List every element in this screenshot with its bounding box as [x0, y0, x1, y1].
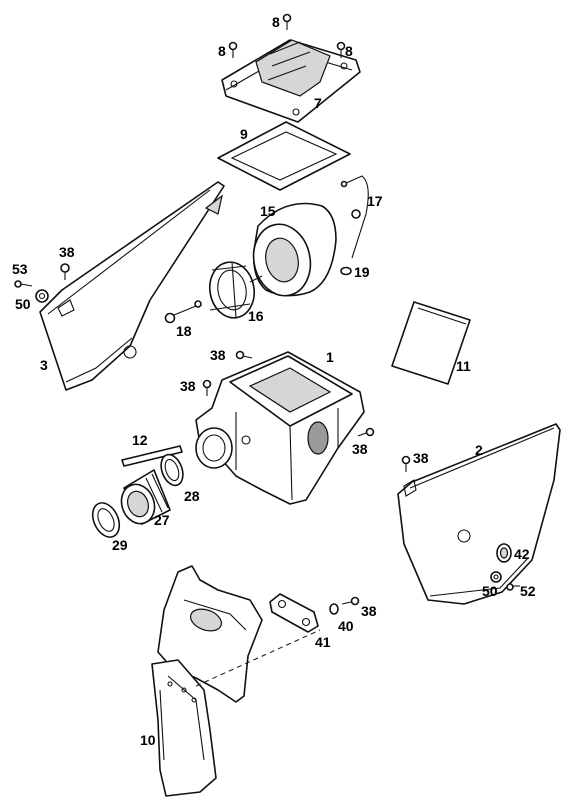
- screw-38-airbox-left: [202, 379, 212, 396]
- label-38-airbox-right: 38: [352, 441, 368, 457]
- wire-clip: [340, 175, 369, 259]
- hose-clamp-29: [91, 502, 121, 538]
- hose-clamp-28: [160, 453, 184, 487]
- label-17: 17: [367, 193, 383, 209]
- label-27: 27: [154, 512, 170, 528]
- washer-40: [329, 603, 339, 615]
- label-12: 12: [132, 432, 148, 448]
- bolt-18: [164, 300, 202, 324]
- label-42: 42: [514, 546, 530, 562]
- screw-38-right-cover: [401, 455, 411, 472]
- right-side-cover: [397, 423, 561, 605]
- screw-8-right: [336, 41, 346, 58]
- label-7: 7: [314, 95, 322, 111]
- airbox-lid: [221, 39, 361, 123]
- airbox-body: [195, 351, 365, 505]
- label-19: 19: [354, 264, 370, 280]
- label-38-bracket: 38: [361, 603, 377, 619]
- label-38-left-cover: 38: [59, 244, 75, 260]
- label-9: 9: [240, 126, 248, 142]
- label-1: 1: [326, 349, 334, 365]
- label-8-left: 8: [218, 43, 226, 59]
- assembly-line: [195, 629, 321, 687]
- screw-38-left-cover: [60, 263, 70, 280]
- label-8-right: 8: [345, 43, 353, 59]
- label-50-right: 50: [482, 583, 498, 599]
- label-53: 53: [12, 261, 28, 277]
- left-side-cover: [39, 181, 225, 391]
- label-8-top: 8: [272, 14, 280, 30]
- air-filter: [252, 202, 337, 297]
- intake-boot: [120, 469, 171, 525]
- label-29: 29: [112, 537, 128, 553]
- bracket-41: [269, 593, 319, 633]
- screw-38-airbox-right: [357, 427, 375, 437]
- nut-19: [340, 266, 352, 276]
- label-38-airbox-top: 38: [210, 347, 226, 363]
- screw-8-top: [282, 13, 292, 30]
- screw-38-airbox-top: [235, 350, 253, 360]
- screw-53: [14, 280, 33, 288]
- grommet-42: [496, 543, 512, 563]
- screw-52: [506, 583, 520, 591]
- label-16: 16: [248, 308, 264, 324]
- washer-50-right: [490, 571, 502, 583]
- screw-8-left: [228, 41, 238, 58]
- seal-strip: [121, 445, 183, 467]
- label-3: 3: [40, 357, 48, 373]
- label-10: 10: [140, 732, 156, 748]
- label-40: 40: [338, 618, 354, 634]
- label-15: 15: [260, 203, 276, 219]
- label-38-right-cover: 38: [413, 450, 429, 466]
- screw-38-bracket: [341, 596, 360, 606]
- label-41: 41: [315, 634, 331, 650]
- filter-cage: [208, 261, 263, 319]
- foam-sheet: [391, 301, 471, 385]
- airbox-gasket: [217, 121, 351, 191]
- label-50-left: 50: [15, 296, 31, 312]
- label-38-airbox-left: 38: [180, 378, 196, 394]
- label-18: 18: [176, 323, 192, 339]
- label-2: 2: [475, 442, 483, 458]
- label-52: 52: [520, 583, 536, 599]
- label-11: 11: [456, 358, 471, 374]
- washer-50-left: [35, 289, 49, 303]
- label-28: 28: [184, 488, 200, 504]
- rear-fender-intake: [151, 565, 263, 797]
